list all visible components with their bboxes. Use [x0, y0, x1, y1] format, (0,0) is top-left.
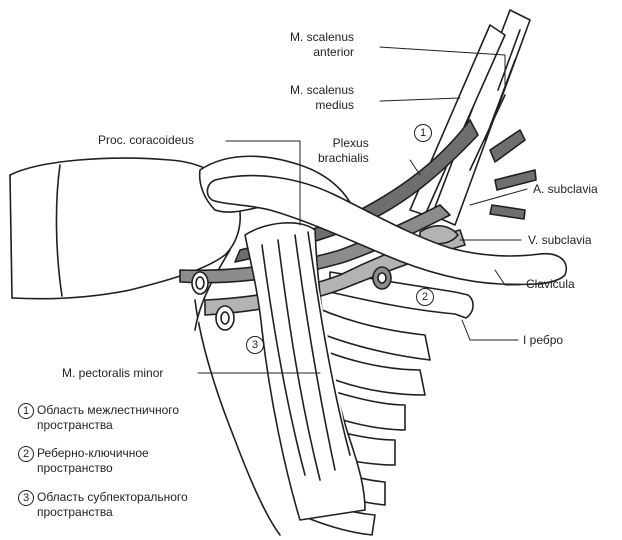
- label-rib-1: I ребро: [523, 333, 563, 348]
- label-proc-coracoideus: Proc. coracoideus: [98, 133, 194, 148]
- legend-number-2: 2: [18, 446, 34, 462]
- legend-text-1: Область межлестничного пространства: [37, 403, 179, 433]
- legend-text-3: Область субпекторального пространства: [37, 490, 188, 520]
- label-clavicula: Clavicula: [526, 277, 575, 292]
- legend-number-1: 1: [18, 403, 34, 419]
- marker-2: 2: [416, 288, 434, 306]
- label-a-subclavia: A. subclavia: [533, 182, 598, 197]
- label-plexus-brachialis: Plexus brachialis: [318, 136, 369, 166]
- label-v-subclavia: V. subclavia: [528, 233, 592, 248]
- label-pectoralis-minor: M. pectoralis minor: [62, 366, 163, 381]
- label-scalenus-medius: M. scalenus medius: [290, 83, 354, 113]
- marker-1: 1: [414, 124, 432, 142]
- legend-number-3: 3: [18, 490, 34, 506]
- label-scalenus-anterior: M. scalenus anterior: [290, 30, 354, 60]
- legend-text-2: Реберно-ключичное пространство: [37, 446, 149, 476]
- marker-3: 3: [246, 336, 264, 354]
